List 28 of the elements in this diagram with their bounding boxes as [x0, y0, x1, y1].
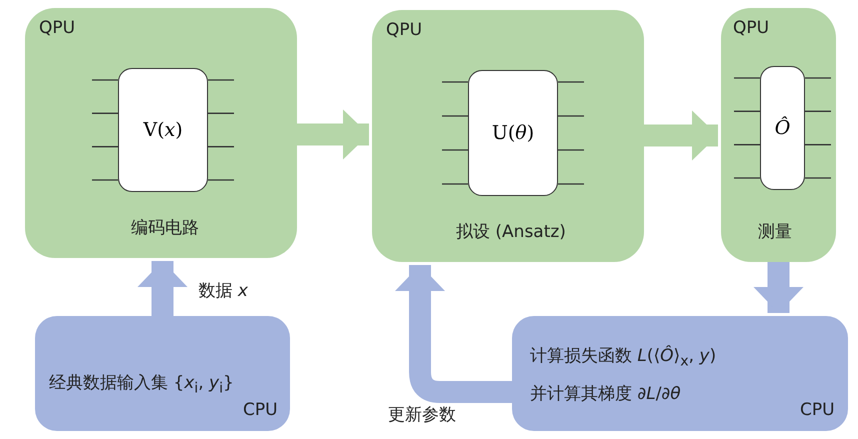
cpu-label: CPU	[800, 400, 835, 420]
cpu-panel	[512, 316, 848, 431]
gate-label: U(θ)	[492, 122, 534, 144]
gate-box	[760, 66, 805, 190]
qpu-label: QPU	[39, 18, 76, 38]
block-arrow	[754, 262, 804, 313]
panel-title: 测量	[758, 221, 792, 243]
dataset-text: 经典数据输入集 {x$_{i}$, y$_{i}$}	[49, 372, 234, 396]
cpu-panel	[35, 316, 290, 431]
qpu-panel	[721, 8, 836, 262]
panel-title: 拟设 (Ansatz)	[456, 221, 566, 243]
gradient-text: 并计算其梯度 ∂L/∂θ	[530, 383, 681, 405]
block-arrow	[395, 265, 512, 403]
qpu-panel	[25, 8, 297, 258]
block-arrow	[644, 110, 718, 160]
qpu-label: QPU	[386, 20, 422, 40]
gate-label: V(x)	[143, 119, 183, 141]
block-arrow	[297, 110, 369, 160]
gate-box	[118, 68, 208, 192]
qpu-panel	[372, 10, 644, 262]
loss-text: 计算损失函数 L(⟨Ô⟩$_{x}$, y)	[530, 344, 716, 370]
qpu-label: QPU	[733, 18, 770, 38]
edge-label: 更新参数	[388, 403, 456, 426]
block-arrow	[138, 261, 188, 316]
panel-title: 编码电路	[131, 217, 199, 239]
cpu-label: CPU	[243, 400, 278, 420]
gate-box	[468, 70, 558, 196]
gate-label: Ô	[774, 117, 790, 139]
